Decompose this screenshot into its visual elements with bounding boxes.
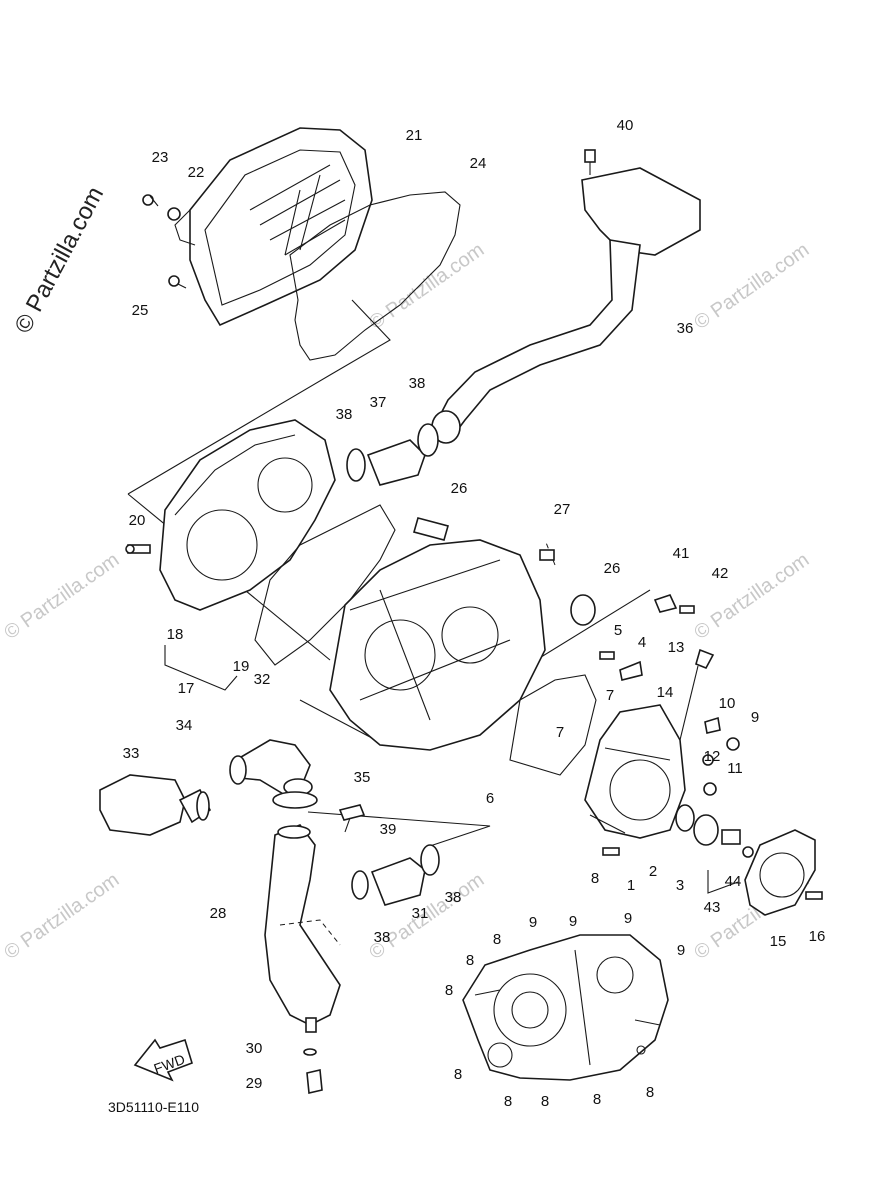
callout-label: 14 [657,684,674,701]
callout-label: 8 [646,1084,654,1101]
callout-label: 17 [178,680,195,697]
callout-label: 24 [470,155,487,172]
callout-label: 8 [504,1093,512,1110]
callout-label: 37 [370,394,387,411]
callout-label: 32 [254,671,271,688]
part-crankcase-overview [462,934,669,1081]
part-elbow-32 [229,739,313,796]
part-dipstick-13 [679,648,715,741]
callout-label: 8 [591,870,599,887]
callout-label: 18 [167,626,184,643]
callout-label: 28 [210,905,227,922]
part-intake-33 [99,774,212,836]
callout-label: 5 [614,622,622,639]
callout-label: 44 [725,873,742,890]
small-bolts [599,651,823,900]
part-gasket-19 [254,504,396,666]
part-cover-1 [584,704,686,839]
watermark: © Partzilla.com [0,869,123,964]
part-crankcase [329,539,546,751]
callout-label: 26 [604,560,621,577]
callout-label: 1 [627,877,635,894]
watermark: © Partzilla.com [690,549,813,644]
parts-29-30 [303,1048,323,1094]
parts-bearings [675,804,754,858]
callout-label: 30 [246,1040,263,1057]
callout-label: 13 [668,639,685,656]
callout-label: 38 [336,406,353,423]
callout-label: 42 [712,565,729,582]
callout-label: 38 [374,929,391,946]
callout-label: 9 [529,914,537,931]
part-duct-36 [431,167,701,444]
part-coupling-37 [346,423,439,486]
part-gasket-6 [509,674,597,776]
callout-label: 26 [451,480,468,497]
part-sensor-40 [584,149,596,163]
part-gasket-24 [289,191,461,361]
diagram-code: 3D51110-E110 [108,1099,199,1115]
callout-label: 8 [493,931,501,948]
callout-label: 29 [246,1075,263,1092]
callout-label: 9 [569,913,577,930]
callout-label: 7 [556,724,564,741]
watermark: © Partzilla.com [690,239,813,334]
callout-label: 10 [719,695,736,712]
callout-label: 20 [129,512,146,529]
callout-label: 38 [409,375,426,392]
brand-vertical: © Partzilla.com [9,182,109,337]
callout-label: 6 [486,790,494,807]
callout-label: 7 [606,687,614,704]
callout-label: 8 [541,1093,549,1110]
callout-label: 2 [649,863,657,880]
callout-label: 9 [751,709,759,726]
part-pipe-28 [264,824,341,1033]
callout-label: 33 [123,745,140,762]
screw-20 [125,544,151,554]
fwd-arrow-icon: FWD [133,1038,193,1082]
callout-label: 15 [770,933,787,950]
callout-label: 3 [676,877,684,894]
callout-label: 22 [188,164,205,181]
part-cover-18 [159,419,336,611]
part-cover-21 [174,127,373,327]
watermark: © Partzilla.com [0,549,123,644]
callout-label: 41 [673,545,690,562]
parts-35-39 [272,791,366,833]
callout-label: 23 [152,149,169,166]
callout-label: 8 [466,952,474,969]
screws-upper-left [142,194,187,289]
callout-label: 27 [554,501,571,518]
callout-label: 9 [624,910,632,927]
callout-label: 16 [809,928,826,945]
callout-label: 40 [617,117,634,134]
callout-label: 19 [233,658,250,675]
callout-label: 4 [638,634,646,651]
callout-label: 12 [704,748,721,765]
callout-label: 38 [445,889,462,906]
parts-26-27 [413,517,596,626]
callout-label: 39 [380,821,397,838]
callout-label: 35 [354,769,371,786]
callout-label: 8 [454,1066,462,1083]
watermark: © Partzilla.com [365,239,488,334]
parts-41-42 [653,594,695,614]
part-coupling-31 [351,844,440,906]
callout-label: 25 [132,302,149,319]
callout-label: 8 [445,982,453,999]
callout-label: 21 [406,127,423,144]
callout-label: 36 [677,320,694,337]
callout-label: 31 [412,905,429,922]
callout-label: 11 [727,760,743,777]
callout-label: 43 [704,899,721,916]
callout-label: 8 [593,1091,601,1108]
part-cover-15 [744,829,816,916]
callout-label: 34 [176,717,193,734]
callout-label: 9 [677,942,685,959]
